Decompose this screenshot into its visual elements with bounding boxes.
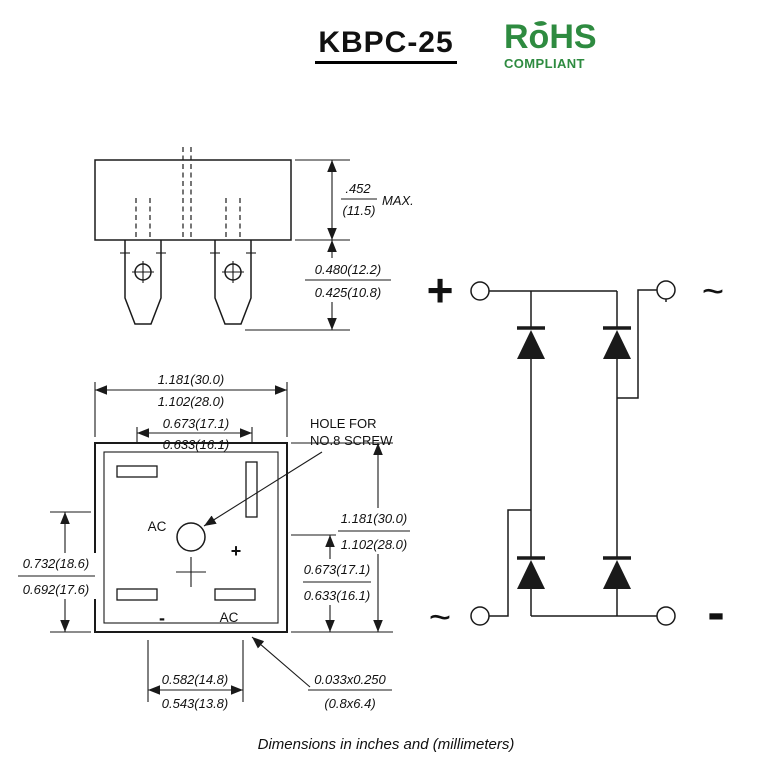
dim-slot-inch: 0.033x0.250 (314, 672, 386, 687)
terminal-circle-minus (656, 606, 676, 626)
terminal-label-ac-top: AC (148, 519, 167, 534)
package-inner-outline (103, 451, 279, 624)
top-view-drawing: 1.181(30.0) 1.102(28.0) 0.673(17.1) 0.63… (17, 372, 414, 711)
mounting-hole (176, 522, 206, 552)
dim-left-mm: 0.692(17.6) (23, 582, 90, 597)
terminal-tab-right (210, 240, 256, 325)
dim-pin-span-mm: 0.633(16.1) (163, 437, 230, 452)
terminal-tab-left (120, 240, 166, 325)
page-title: KBPC-25 (315, 26, 457, 64)
side-view-dimensions (245, 159, 393, 331)
dim-height-mm: 1.102(28.0) (341, 537, 408, 552)
dim-terminal-len-mm: 0.425(10.8) (315, 285, 382, 300)
side-view-drawing: .452 (11.5) MAX. 0.480(12.2) 0.425(10.8) (94, 147, 414, 331)
rohs-compliant-text: COMPLIANT (504, 56, 585, 71)
terminal-slot-bottom-left (116, 588, 158, 601)
hole-note-line1: HOLE FOR (310, 416, 376, 431)
top-view-dimensions (17, 382, 414, 702)
schematic-wires (489, 289, 657, 617)
dim-bottom-span-mm: 0.543(13.8) (162, 696, 229, 711)
dim-left-inch: 0.732(18.6) (23, 556, 90, 571)
terminal-circle-ac-bottom (470, 606, 490, 626)
hole-note-line2: NO.8 SCREW (310, 433, 393, 448)
schematic-ac-bottom-symbol: ~ (429, 597, 451, 639)
terminal-circle-ac-top (656, 280, 676, 300)
diode-top-right (603, 326, 631, 359)
diode-bottom-right (603, 556, 631, 589)
terminal-slot-top-left (116, 465, 158, 478)
rohs-word: RoHS (504, 18, 597, 56)
rohs-logo: RoHS COMPLIANT (504, 17, 597, 71)
terminal-label-ac-bottom: AC (220, 610, 239, 625)
schematic-ac-top-symbol: ~ (702, 271, 724, 313)
dim-pin-span-inch: 0.673(17.1) (163, 416, 230, 431)
schematic-plus-symbol: + (427, 264, 454, 316)
terminal-slot-right (245, 461, 258, 518)
terminal-circle-plus (470, 281, 490, 301)
dim-width-inch: 1.181(30.0) (158, 372, 225, 387)
schematic-minus-symbol: - (707, 584, 724, 642)
dim-body-height-mm: (11.5) (343, 203, 376, 218)
dim-height-inch: 1.181(30.0) (341, 511, 408, 526)
diode-bottom-left (517, 556, 545, 589)
bridge-schematic: + ~ ~ - (427, 264, 725, 642)
hidden-lines (135, 147, 241, 240)
dim-bottom-span-inch: 0.582(14.8) (162, 672, 229, 687)
dim-max-label: MAX. (382, 193, 414, 208)
package-outer-outline (94, 442, 288, 633)
header: KBPC-25 (0, 26, 772, 64)
dim-body-height-inch: .452 (345, 181, 371, 196)
dim-right-inner-inch: 0.673(17.1) (304, 562, 371, 577)
dim-terminal-len-inch: 0.480(12.2) (315, 262, 382, 277)
diode-top-left (517, 326, 545, 359)
footer-note: Dimensions in inches and (millimeters) (257, 736, 515, 753)
center-crosshair (176, 557, 206, 587)
terminal-label-minus: - (159, 608, 165, 628)
dim-width-mm: 1.102(28.0) (158, 394, 225, 409)
terminal-label-plus: + (231, 541, 242, 561)
dim-slot-mm: (0.8x6.4) (324, 696, 375, 711)
rohs-text: RoHS (504, 17, 597, 56)
terminal-slot-bottom-right (214, 588, 256, 601)
dim-right-inner-mm: 0.633(16.1) (304, 588, 371, 603)
package-body-outline (94, 159, 292, 241)
